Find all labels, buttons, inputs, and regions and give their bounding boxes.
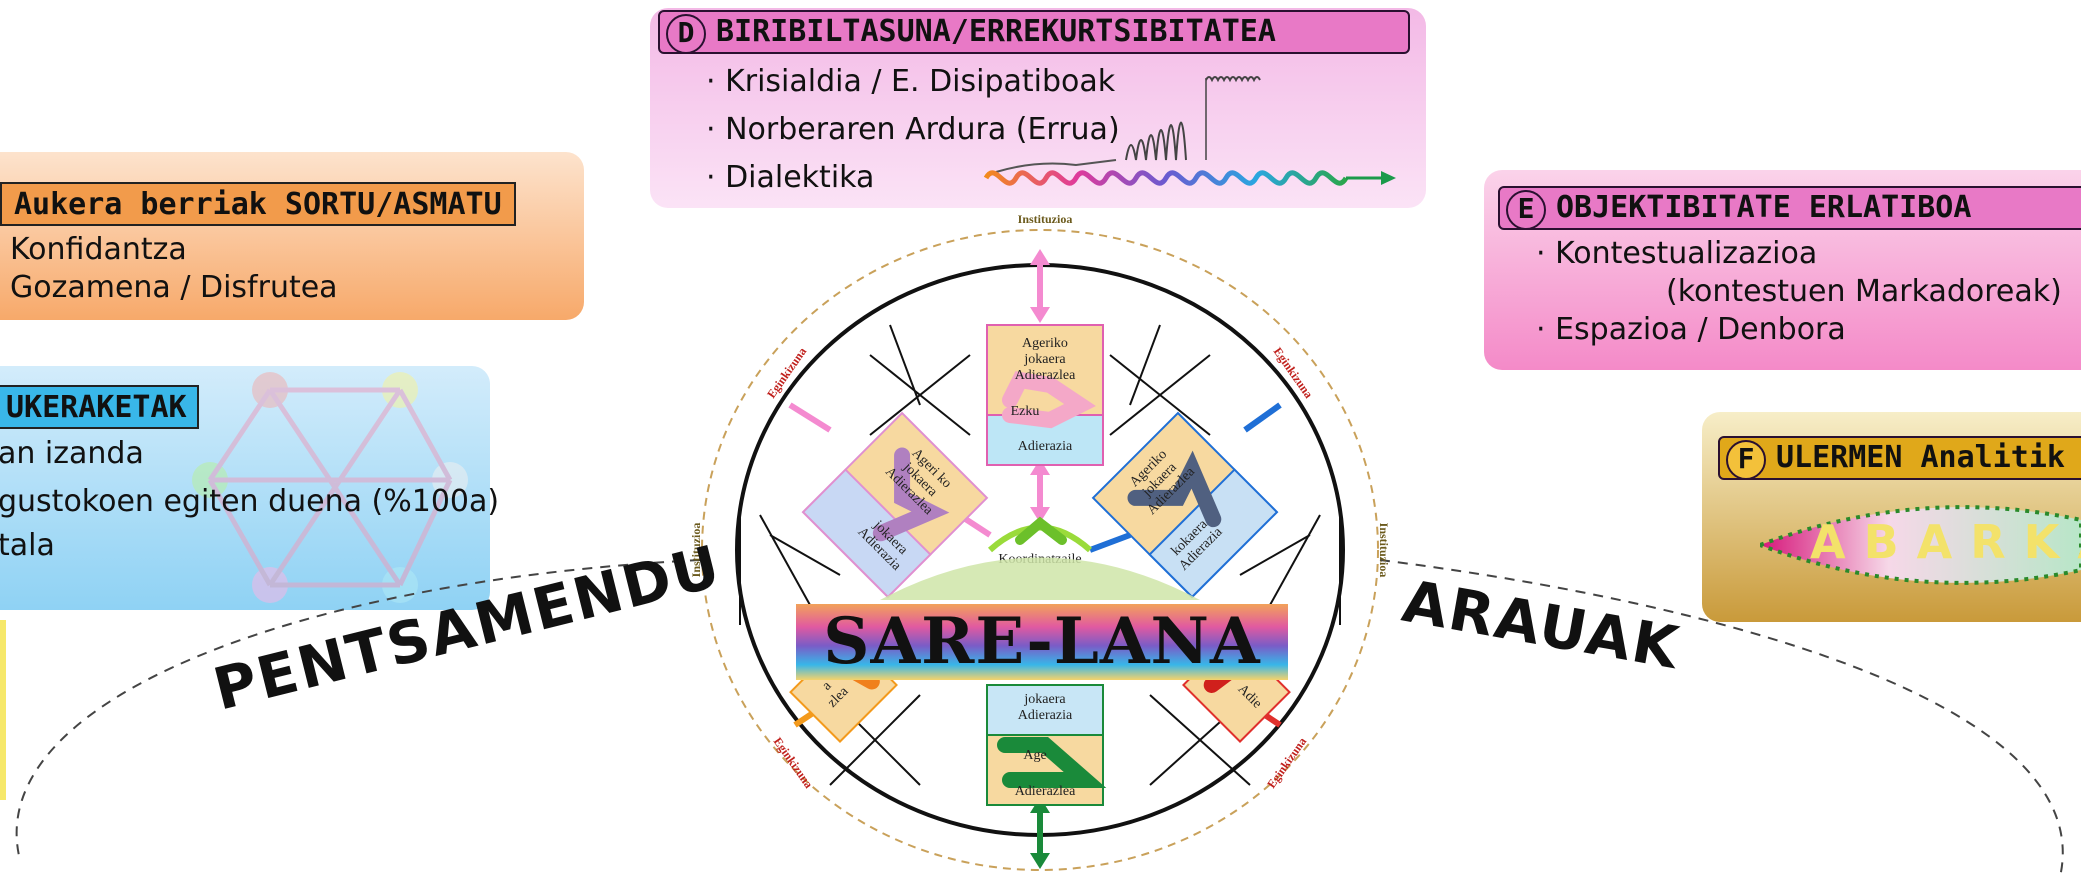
right-word: ARAUAK (1398, 567, 1685, 683)
left-word: PENTSAMENDU (207, 532, 728, 724)
